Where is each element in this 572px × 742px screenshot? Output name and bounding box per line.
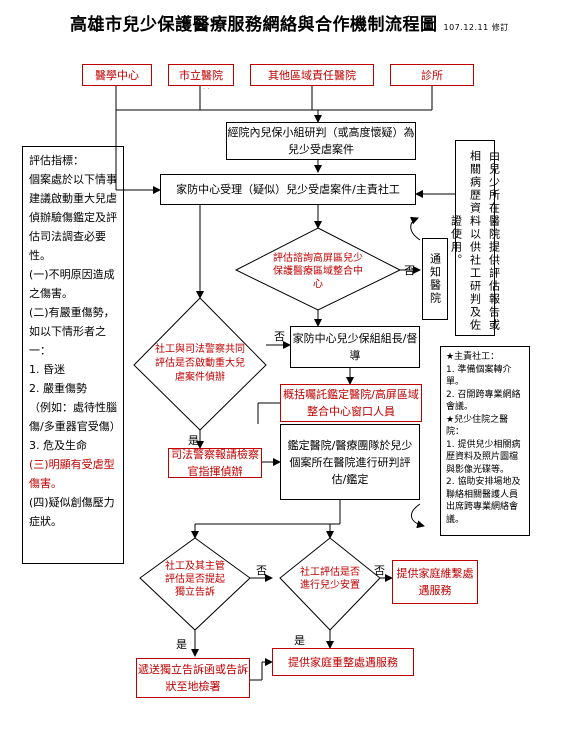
hospital-title: ★兒少住院之醫院： [446,414,509,438]
joint-yes-label: 是 [188,434,199,447]
indicator-item: (二)有嚴重傷勢，如以下情形者之一： [29,306,115,357]
assessment-indicators-panel: 評估指標： 個案處於以下情事建議啟動重大兒虐偵辦驗傷鑑定及評估司法調查必要性。 … [22,146,124,564]
indicator-item: （例如：處待性腦傷/多重器官受傷） [29,401,121,433]
placement-diamond-shape [279,537,381,631]
key-notes-panel: ★主責社工： 1. 準備個案轉介單。 2. 召開跨專業網絡會議。 ★兒少住院之醫… [440,346,530,536]
indicator-item: 1. 昏迷 [29,363,65,376]
complaint-diamond-text: 社工及其主管評估是否提起獨立告訴 [165,560,225,598]
hospital-dots: · · [203,85,210,93]
police-box: 司法警察報請檢察官指揮偵辦 [168,448,262,478]
title-text: 高雄市兒少保護醫療服務網絡與合作機制流程圖 [70,15,438,35]
hospital-item: 2. 協助安排場地及聯絡相關醫護人員出席跨專業網絡會議。 [446,477,521,525]
reunify-service-box: 提供家庭重整處遇服務 [272,648,414,676]
commission-box: 概括囑託鑑定醫院/高屏區域整合中心窗口人員 [280,384,422,422]
complaint-yes-label: 是 [176,638,187,651]
joint-diamond-label: 社工與司法警察共同評估是否啟動重大兒虐案件偵辦 [155,344,245,383]
forensic-text: 鑑定醫院/醫療團隊於兒少個案所在醫院進行研判評估/鑑定 [287,438,413,486]
social-worker-item: 1. 準備個案轉介單。 [446,364,512,388]
placement-diamond-text: 社工評估是否進行兒少安置 [300,567,360,591]
complaint-diamond-shape [139,537,251,631]
indicator-item: 2. 嚴重傷勢 [29,382,87,395]
family-team-box: 家防中心兒少保組組長/督導 [290,326,420,368]
joint-no-label: 否 [274,330,285,343]
hospital-regional: 其他區域責任醫院 [250,64,374,86]
hospital-item: 1. 提供兒少相關病歷資料及照片圖檔與影像光碟等。 [446,439,521,475]
page-title: 高雄市兒少保護醫療服務網絡與合作機制流程圖 107.12.11 修訂 [70,10,550,35]
forensic-box: 鑑定醫院/醫療團隊於兒少個案所在醫院進行研判評估/鑑定 [280,424,420,500]
suspect-report-box: 經院內兒保小組研判（或高度懷疑）為兒少受虐案件 [226,122,416,160]
indicators-intro: 個案處於以下情事建議啟動重大兒虐偵辦驗傷鑑定及評估司法調查必要性。 [29,173,117,262]
social-worker-title: ★主責社工： [446,352,500,362]
consult-diamond-text: 評估諮詢高屏區兒少保護醫療區域整合中心 [273,252,363,290]
indicator-item: (四)疑似創傷壓力症狀。 [29,496,115,528]
revision-date: 107.12.11 修訂 [443,23,509,32]
consult-diamond-shape [234,227,402,311]
complaint-no-label: 否 [256,564,267,577]
right-note-box: 由兒少所在醫院提供評估報告或相關病歷資料以供社工研判及佐證使用。 [450,140,501,336]
consult-no-label: 否 [404,264,415,277]
file-complaint-box: 遞送獨立告訴函或告訴狀至地檢署 [136,658,250,698]
hospital-municipal: 市立醫院 [168,64,234,86]
indicator-item: (一)不明原因造成之傷害。 [29,268,115,300]
family-center-accept-box: 家防中心受理（疑似）兒少受虐案件/主責社工 [160,174,416,205]
indicator-item: 3. 危及生命 [29,439,87,452]
joint-diamond-shape [133,297,267,431]
maintain-service-box: 提供家庭維繫處遇服務 [392,560,478,604]
hospital-medical-center: 醫學中心 [82,64,152,86]
placement-yes-label: 是 [294,634,305,647]
indicators-heading: 評估指標： [29,154,84,167]
placement-no-label: 否 [374,564,385,577]
notify-hospital-box: 通知醫院 [422,238,448,320]
indicator-item-red: (三)明顯有受虐型傷害。 [29,458,115,490]
joint-diamond-text: 社工與司法警察共同評估是否啟動重大兒虐案件偵辦 [152,336,248,392]
hospital-clinic: 診所 [390,64,474,86]
social-worker-item: 2. 召開跨專業網絡會議。 [446,389,521,413]
